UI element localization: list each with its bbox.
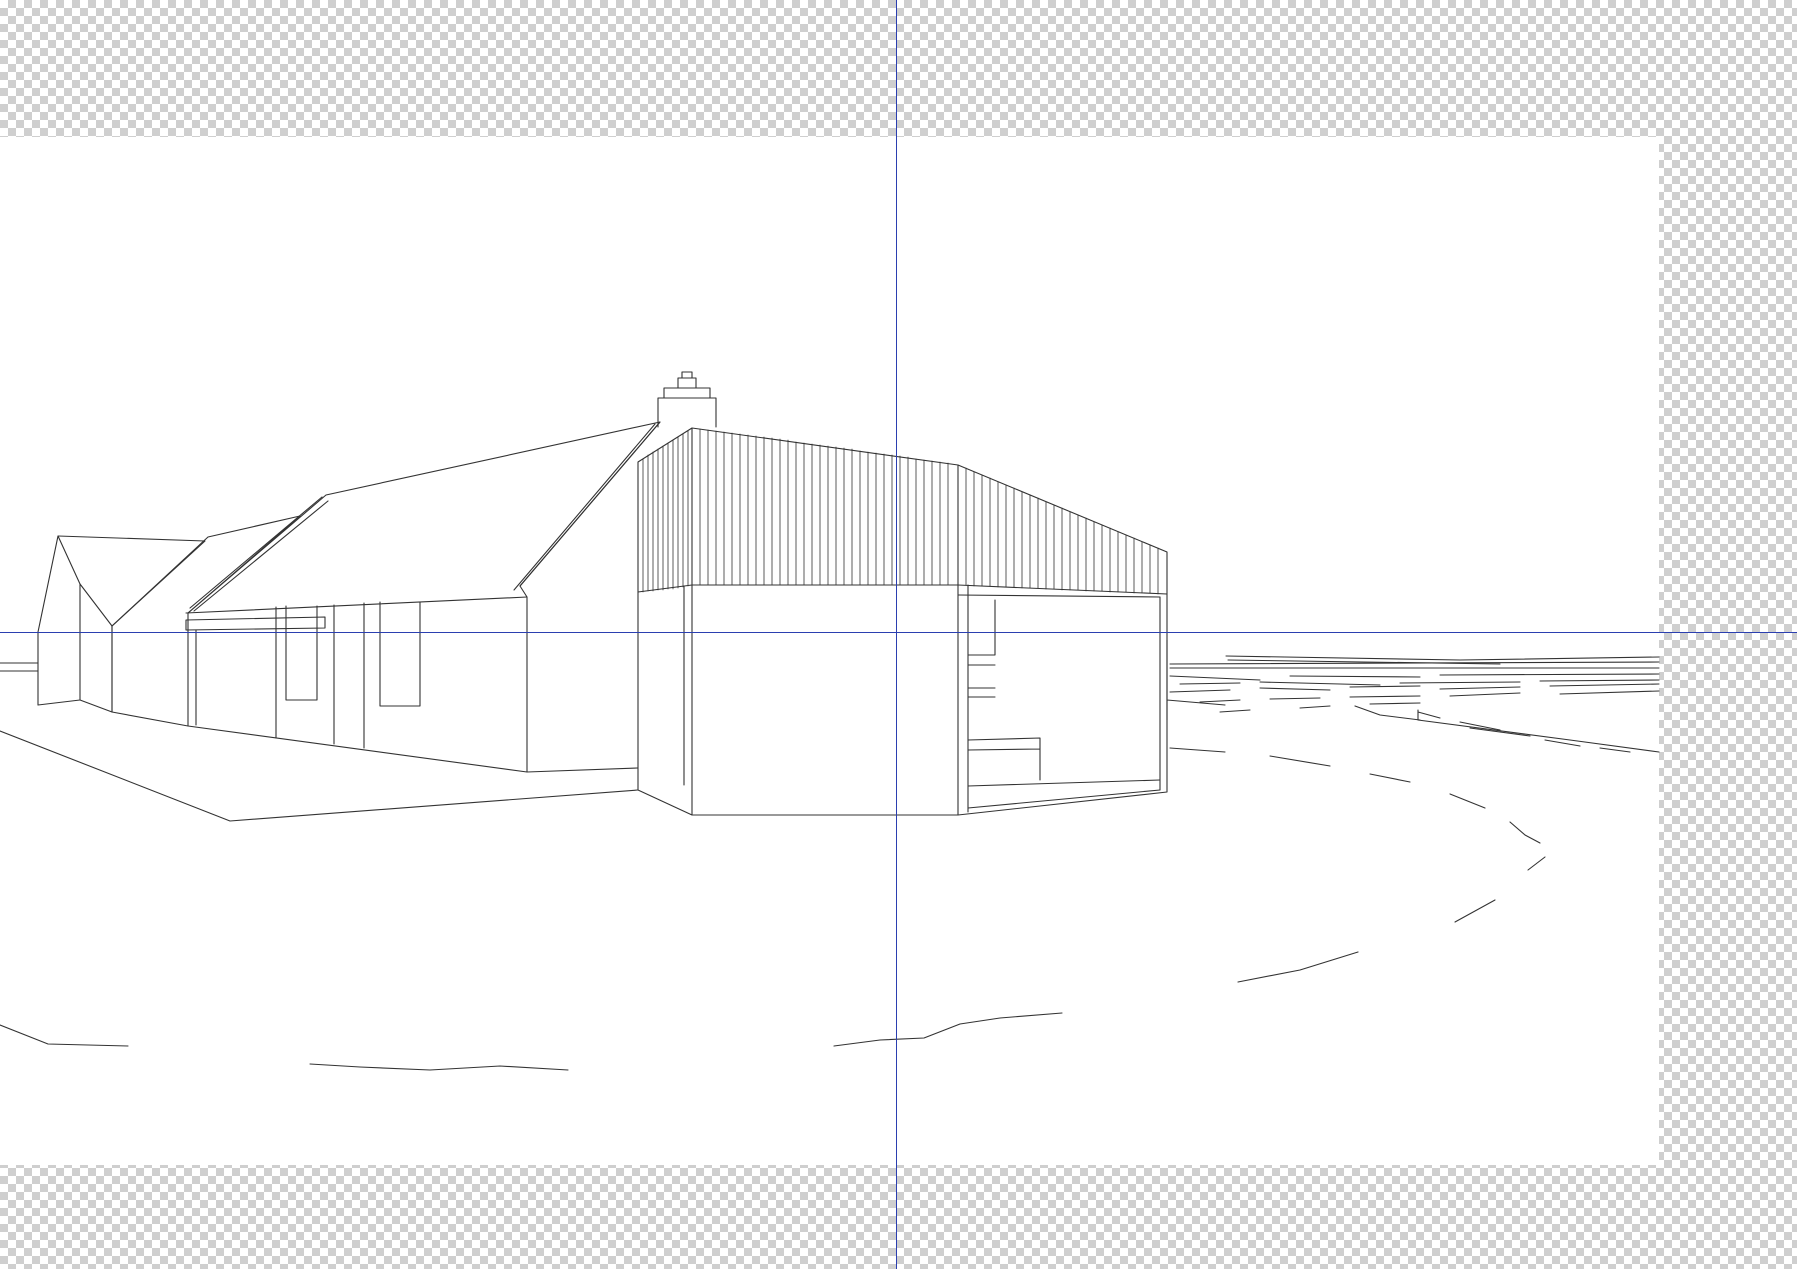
main-house [0, 371, 717, 822]
middle-house [111, 515, 326, 727]
clad-extension [637, 427, 1226, 816]
horizontal-guide-line[interactable] [0, 632, 1797, 633]
landscape-left [0, 1024, 569, 1071]
cladding-boards [642, 428, 1159, 595]
landscape-right [833, 655, 1660, 1047]
vertical-guide-line[interactable] [896, 0, 897, 1269]
left-cottage [0, 535, 206, 713]
